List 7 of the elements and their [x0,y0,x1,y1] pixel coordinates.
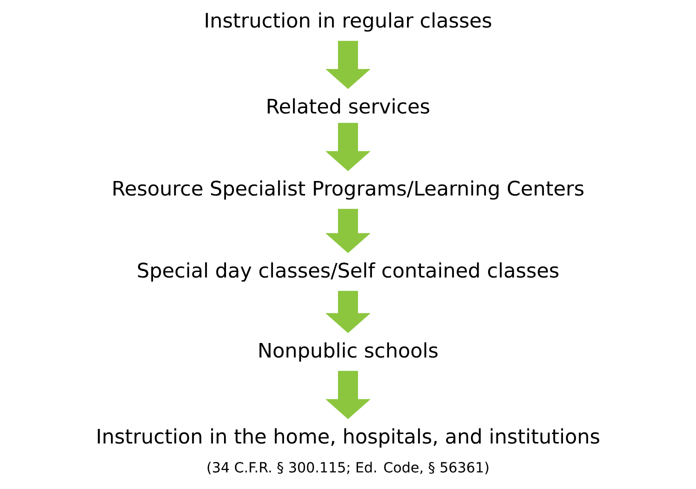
step-text: Related services [268,98,430,114]
step-text: Instruction in regular classes [206,12,492,32]
citation-text: (34 C.F.R. § 300.115; Ed. Code, § 56361) [208,462,488,474]
step-text: Special day classes/Self contained classes [138,262,558,282]
step-text: Nonpublic schools [260,342,438,362]
step-text: Resource Specialist Programs/Learning Centers [114,180,584,200]
step-text: Instruction in the home, hospitals, and institutions [98,428,600,448]
